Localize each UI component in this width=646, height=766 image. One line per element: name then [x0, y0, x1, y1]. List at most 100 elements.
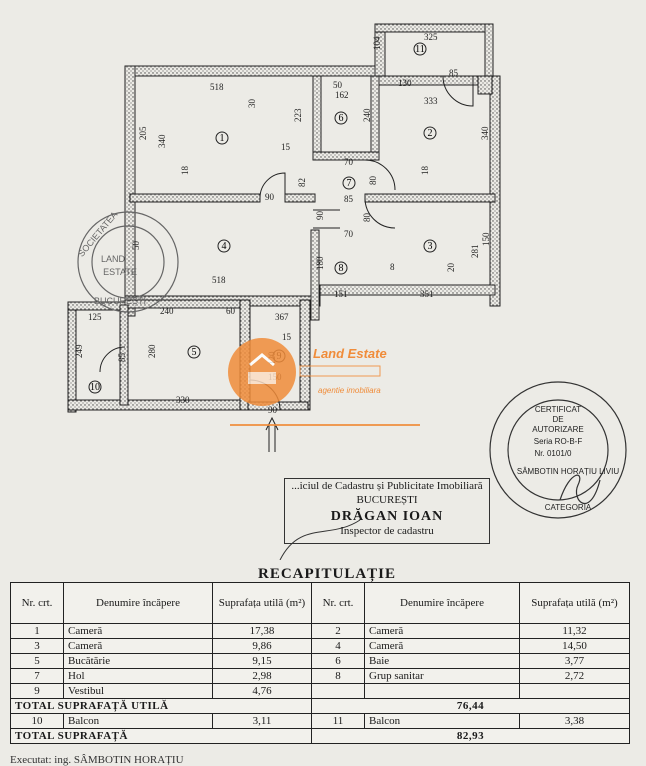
table-row: 1 Cameră 17,38 2 Cameră 11,32 [10, 623, 630, 639]
dim-label: 50 [131, 241, 141, 251]
total-row: TOTAL SUPRAFAȚĂ 82,93 [10, 728, 630, 744]
stamp-right-line: AUTORIZARE [532, 425, 583, 434]
dim-label: 240 [362, 108, 372, 122]
table-header-row: Nr. crt. Denumire încăpere Suprafața uti… [10, 582, 630, 624]
col-suprafata: Suprafața utilă (m²) [519, 582, 630, 624]
dim-label: 80 [368, 176, 378, 186]
room-labels: 1 2 3 4 5 6 7 8 9 10 11 [88, 42, 437, 394]
table-row: 3 Cameră 9,86 4 Cameră 14,50 [10, 638, 630, 654]
dim-label: 104 [372, 36, 382, 50]
dim-label: 518 [210, 82, 224, 92]
cell: 4,76 [212, 683, 312, 699]
dim-label: 18 [420, 166, 430, 176]
cell [311, 683, 365, 699]
office-city: BUCUREȘTI [356, 494, 418, 506]
cell: 6 [311, 653, 365, 669]
cell: 3,11 [212, 713, 312, 729]
recap-title: RECAPITULAȚIE [258, 566, 397, 582]
room-10-label: 10 [90, 382, 100, 393]
cell: 5 [10, 653, 64, 669]
signature [559, 474, 601, 504]
dim-label: 367 [275, 312, 289, 322]
dim-label: 18 [180, 166, 190, 176]
col-suprafata: Suprafața utilă (m²) [212, 582, 312, 624]
cell: 9,15 [212, 653, 312, 669]
entrance-arrow-icon [265, 416, 279, 452]
stamp-right-line: CERTIFICAT [535, 405, 581, 414]
stamp-left-line: BUCUREȘTI [94, 296, 146, 306]
cell: Cameră [63, 623, 213, 639]
stamp-left-line: LAND [101, 254, 126, 264]
dim-label: 150 [481, 232, 491, 246]
signature [279, 519, 361, 560]
dim-label: 151 [334, 289, 348, 299]
cell: 2,98 [212, 668, 312, 684]
stamp-right-line: CATEGORIA [545, 503, 592, 512]
table-row: 7 Hol 2,98 8 Grup sanitar 2,72 [10, 668, 630, 684]
dim-label: 240 [160, 306, 174, 316]
dim-label: 30 [247, 99, 257, 109]
dim-label: 82 [297, 178, 307, 187]
total-util-value: 76,44 [311, 698, 630, 714]
dim-label: 85 [344, 194, 354, 204]
dim-label: 20 [446, 263, 456, 273]
dim-label: 125 [88, 312, 102, 322]
cell: Bucătărie [63, 653, 213, 669]
stamp-left-line: SOCIETATEA [76, 210, 119, 259]
dim-label: 249 [74, 344, 84, 358]
dim-label: 205 [138, 126, 148, 140]
cell: Balcon [364, 713, 520, 729]
left-round-stamp [77, 211, 179, 313]
stamp-right-line: Seria RO-B-F [534, 437, 583, 446]
col-nr: Nr. crt. [10, 582, 64, 624]
room-8-label: 8 [339, 263, 344, 274]
dim-label: 70 [344, 157, 354, 167]
room-3-label: 3 [428, 241, 433, 252]
cell: Hol [63, 668, 213, 684]
dim-label: 90 [315, 211, 325, 221]
dim-label: 80 [362, 213, 372, 223]
watermark-brand: Land Estate [313, 346, 387, 361]
cell: Baie [364, 653, 520, 669]
cell: 3 [10, 638, 64, 654]
recap-table: Nr. crt. Denumire încăpere Suprafața uti… [10, 582, 630, 744]
dim-label: 340 [480, 126, 490, 140]
room-5-label: 5 [192, 347, 197, 358]
cell: Balcon [63, 713, 213, 729]
dim-label: 325 [424, 32, 438, 42]
dim-label: 351 [420, 289, 434, 299]
right-round-stamp [489, 381, 627, 519]
floor-plan: 1 2 3 4 5 6 7 8 9 10 11 518 162 50 130 3… [67, 23, 627, 560]
dim-label: 340 [157, 134, 167, 148]
cell: Vestibul [63, 683, 213, 699]
cell: 10 [10, 713, 64, 729]
table-row: 9 Vestibul 4,76 [10, 683, 630, 699]
dim-label: 15 [282, 332, 292, 342]
cell: 11,32 [519, 623, 630, 639]
cell: 9 [10, 683, 64, 699]
dim-label: 518 [212, 275, 226, 285]
room-11-label: 11 [415, 44, 425, 55]
room-1-label: 1 [220, 133, 225, 144]
dim-label: 8 [390, 262, 395, 272]
cell: 14,50 [519, 638, 630, 654]
col-denumire: Denumire încăpere [364, 582, 520, 624]
cell: 8 [311, 668, 365, 684]
cell: 7 [10, 668, 64, 684]
land-estate-watermark [228, 338, 420, 426]
footer-executed-by: Executat: ing. SÂMBOTIN HORAȚIU [10, 754, 184, 766]
cell: 9,86 [212, 638, 312, 654]
stamp-left-line: ESTATE [103, 267, 137, 277]
inspector-name: DRĂGAN IOAN [330, 509, 444, 524]
total-util-label: TOTAL SUPRAFAȚĂ UTILĂ [10, 698, 312, 714]
inspector-role: Inspector de cadastru [340, 525, 434, 537]
dim-label: 50 [333, 80, 343, 90]
col-nr: Nr. crt. [311, 582, 365, 624]
cadastre-office-stamp: ...iciul de Cadastru și Publicitate Imob… [284, 478, 490, 544]
total-label: TOTAL SUPRAFAȚĂ [10, 728, 312, 744]
dim-label: 60 [226, 306, 236, 316]
total-util-row: TOTAL SUPRAFAȚĂ UTILĂ 76,44 [10, 698, 630, 714]
cell: 17,38 [212, 623, 312, 639]
cell [519, 683, 630, 699]
doors [99, 75, 474, 411]
